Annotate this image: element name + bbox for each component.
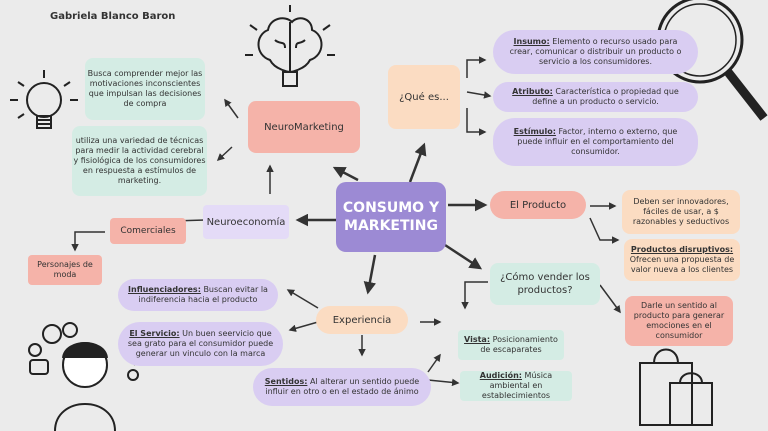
vista-node: Vista: Posicionamiento de escaparates bbox=[458, 330, 564, 360]
neuromarketing-desc2-text: utiliza una variedad de técnicas para me… bbox=[73, 136, 206, 185]
producto-node: El Producto bbox=[490, 191, 586, 219]
vender-title: ¿Cómo vender los productos? bbox=[500, 272, 590, 296]
influenciadores-node: Influenciadores: Buscan evitar la indife… bbox=[118, 279, 278, 311]
sentidos-content: Sentidos: Al alterar un sentido puede in… bbox=[263, 377, 421, 397]
disruptivos-text: Ofrecen una propuesta de valor nueva a l… bbox=[629, 255, 735, 274]
central-title: CONSUMO Y MARKETING bbox=[342, 200, 440, 234]
neuromarketing-title: NeuroMarketing bbox=[264, 121, 344, 133]
vista-text: Posicionamiento de escaparates bbox=[480, 335, 558, 354]
neuromarketing-node: NeuroMarketing bbox=[248, 101, 360, 153]
estimulo-node: Estímulo: Factor, interno o externo, que… bbox=[493, 118, 698, 166]
central-node: CONSUMO Y MARKETING bbox=[336, 182, 446, 252]
experiencia-node: Experiencia bbox=[316, 306, 408, 334]
shopping-bags-icon bbox=[639, 348, 713, 426]
que-es-node: ¿Qué es... bbox=[388, 65, 460, 129]
producto-disruptivos-content: Productos disruptivos: Ofrecen una propu… bbox=[624, 245, 740, 275]
servicio-label: El Servicio: bbox=[129, 329, 180, 338]
vender-desc-text: Darle un sentido al producto para genera… bbox=[633, 301, 725, 340]
personajes-node: Personajes de moda bbox=[28, 255, 102, 285]
insumo-text: Elemento o recurso usado para crear, com… bbox=[509, 37, 682, 66]
disruptivos-label: Productos disruptivos: bbox=[630, 245, 734, 254]
atributo-node: Atributo: Característica o propiedad que… bbox=[493, 82, 698, 112]
atributo-content: Atributo: Característica o propiedad que… bbox=[503, 87, 688, 107]
insumo-content: Insumo: Elemento o recurso usado para cr… bbox=[503, 37, 688, 67]
sentidos-label: Sentidos: bbox=[264, 377, 308, 386]
sentidos-text: Al alterar un sentido puede influir en o… bbox=[265, 377, 420, 396]
experiencia-title: Experiencia bbox=[332, 314, 392, 326]
servicio-content: El Servicio: Un buen seervicio que sea g… bbox=[126, 329, 275, 359]
vista-label: Vista: bbox=[464, 335, 491, 344]
insumo-label: Insumo: bbox=[513, 37, 550, 46]
estimulo-content: Estímulo: Factor, interno o externo, que… bbox=[503, 127, 688, 157]
neuroeconomia-title: Neuroeconomía bbox=[206, 216, 286, 228]
neuromarketing-desc1: Busca comprender mejor las motivaciones … bbox=[85, 58, 205, 120]
comerciales-node: Comerciales bbox=[110, 218, 186, 244]
brain-icon bbox=[245, 5, 335, 87]
que-es-title: ¿Qué es... bbox=[399, 91, 449, 103]
sentidos-node: Sentidos: Al alterar un sentido puede in… bbox=[253, 368, 431, 406]
audicion-text: Música ambiental en establecimientos bbox=[481, 371, 553, 400]
neuromarketing-desc2: utiliza una variedad de técnicas para me… bbox=[72, 126, 207, 196]
producto-desc1: Deben ser innovadores, fáciles de usar, … bbox=[622, 190, 740, 234]
insumo-node: Insumo: Elemento o recurso usado para cr… bbox=[493, 30, 698, 74]
vender-node: ¿Cómo vender los productos? bbox=[490, 263, 600, 305]
person-icon bbox=[28, 322, 139, 431]
personajes-title: Personajes de moda bbox=[37, 260, 93, 279]
servicio-text: Un buen seervicio que sea grato para el … bbox=[127, 329, 274, 358]
producto-disruptivos: Productos disruptivos: Ofrecen una propu… bbox=[624, 239, 740, 281]
neuroeconomia-node: Neuroeconomía bbox=[203, 205, 289, 239]
servicio-node: El Servicio: Un buen seervicio que sea g… bbox=[118, 322, 283, 366]
influenciadores-label: Influenciadores: bbox=[128, 285, 201, 294]
audicion-content: Audición: Música ambiental en establecim… bbox=[464, 371, 568, 401]
producto-desc1-text: Deben ser innovadores, fáciles de usar, … bbox=[632, 197, 730, 226]
influenciadores-content: Influenciadores: Buscan evitar la indife… bbox=[126, 285, 270, 305]
estimulo-label: Estímulo: bbox=[513, 127, 556, 136]
estimulo-text: Factor, interno o externo, que puede inf… bbox=[517, 127, 678, 156]
author-name: Gabriela Blanco Baron bbox=[50, 11, 176, 22]
producto-title: El Producto bbox=[509, 199, 567, 211]
vender-desc: Darle un sentido al producto para genera… bbox=[625, 296, 733, 346]
vista-content: Vista: Posicionamiento de escaparates bbox=[462, 335, 560, 355]
atributo-text: Característica o propiedad que define a … bbox=[532, 87, 679, 106]
audicion-node: Audición: Música ambiental en establecim… bbox=[460, 371, 572, 401]
audicion-label: Audición: bbox=[479, 371, 522, 380]
lightbulb-icon bbox=[10, 70, 78, 129]
influenciadores-text: Buscan evitar la indiferencia hacia el p… bbox=[138, 285, 268, 304]
atributo-label: Atributo: bbox=[512, 87, 553, 96]
comerciales-title: Comerciales bbox=[120, 226, 176, 236]
neuromarketing-desc1-text: Busca comprender mejor las motivaciones … bbox=[87, 69, 203, 108]
